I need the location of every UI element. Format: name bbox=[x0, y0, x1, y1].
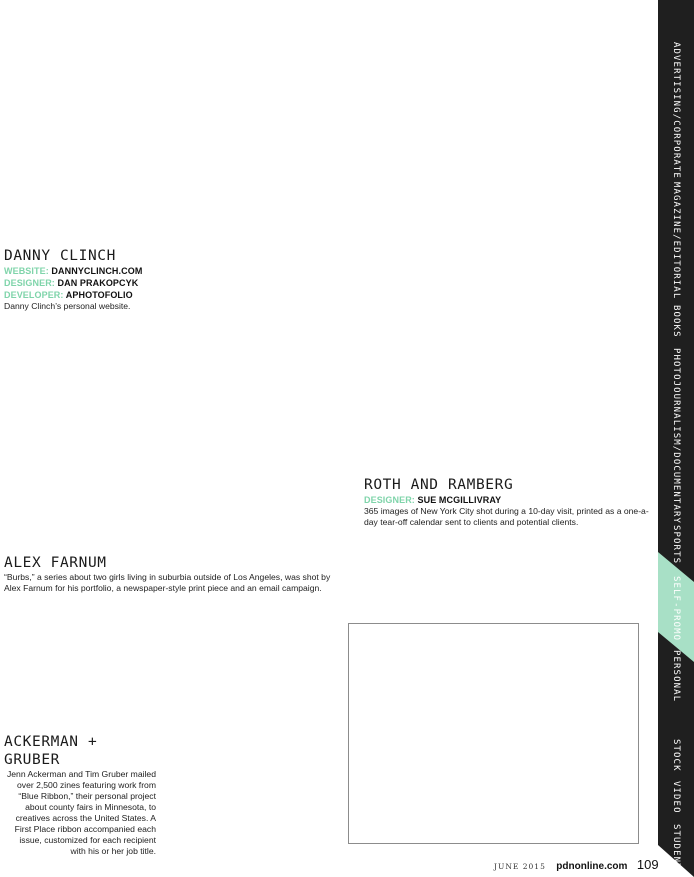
tab-personal[interactable]: PERSONAL bbox=[671, 650, 681, 703]
credit-label: DEVELOPER: bbox=[4, 290, 64, 300]
credit-label: WEBSITE: bbox=[4, 266, 49, 276]
section-index-sidebar: ADVERTISING/CORPORATE MAGAZINE/EDITORIAL… bbox=[658, 0, 694, 877]
credit-label: DESIGNER: bbox=[364, 495, 415, 505]
credit-label: DESIGNER: bbox=[4, 278, 55, 288]
site-url: pdnonline.com bbox=[556, 861, 628, 872]
tab-magazine-editorial[interactable]: MAGAZINE/EDITORIAL bbox=[671, 182, 681, 300]
tab-books[interactable]: BOOKS bbox=[671, 305, 681, 338]
entry-danny-clinch: DANNY CLINCH WEBSITE: DANNYCLINCH.COM DE… bbox=[4, 247, 334, 312]
tab-photojournalism-documentary[interactable]: PHOTOJOURNALISM/DOCUMENTARY bbox=[671, 348, 681, 524]
tab-self-promo[interactable]: SELF-PROMO bbox=[671, 576, 681, 642]
page-footer: JUNE 2015 pdnonline.com 109 bbox=[494, 856, 659, 872]
credit-designer: DESIGNER: SUE MCGILLIVRAY bbox=[364, 494, 654, 506]
entry-alex-farnum: ALEX FARNUM “Burbs,” a series about two … bbox=[4, 554, 334, 594]
tab-sports[interactable]: SPORTS bbox=[671, 525, 681, 565]
entry-title: ALEX FARNUM bbox=[4, 555, 107, 571]
sidebar-background bbox=[658, 0, 694, 877]
issue-date: JUNE 2015 bbox=[494, 862, 546, 871]
entry-title: ROTH AND RAMBERG bbox=[364, 477, 514, 493]
credit-value: SUE MCGILLIVRAY bbox=[417, 495, 502, 505]
entry-ackerman-gruber: ACKERMAN + GRUBER Jenn Ackerman and Tim … bbox=[4, 733, 156, 857]
page-number: 109 bbox=[636, 857, 659, 872]
entry-description: “Burbs,” a series about two girls living… bbox=[4, 572, 331, 593]
tab-student[interactable]: STUDENT bbox=[671, 824, 681, 870]
tab-video[interactable]: VIDEO bbox=[671, 781, 681, 814]
entry-title: DANNY CLINCH bbox=[4, 248, 116, 264]
tab-advertising-corporate[interactable]: ADVERTISING/CORPORATE bbox=[671, 42, 681, 179]
entry-description: Danny Clinch’s personal website. bbox=[4, 301, 131, 311]
credit-value: APHOTOFOLIO bbox=[65, 290, 133, 300]
credit-website: WEBSITE: DANNYCLINCH.COM bbox=[4, 265, 334, 277]
credit-value: DANNYCLINCH.COM bbox=[51, 266, 143, 276]
entry-description: Jenn Ackerman and Tim Gruber mailed over… bbox=[6, 769, 156, 856]
entry-description: 365 images of New York City shot during … bbox=[364, 506, 649, 527]
photo-frame bbox=[348, 623, 639, 844]
credit-value: DAN PRAKOPCYK bbox=[57, 278, 139, 288]
tab-stock[interactable]: STOCK bbox=[671, 739, 681, 772]
entry-title: ACKERMAN + GRUBER bbox=[4, 734, 98, 768]
entry-roth-and-ramberg: ROTH AND RAMBERG DESIGNER: SUE MCGILLIVR… bbox=[364, 476, 654, 528]
credit-developer: DEVELOPER: APHOTOFOLIO bbox=[4, 289, 334, 301]
credit-designer: DESIGNER: DAN PRAKOPCYK bbox=[4, 277, 334, 289]
